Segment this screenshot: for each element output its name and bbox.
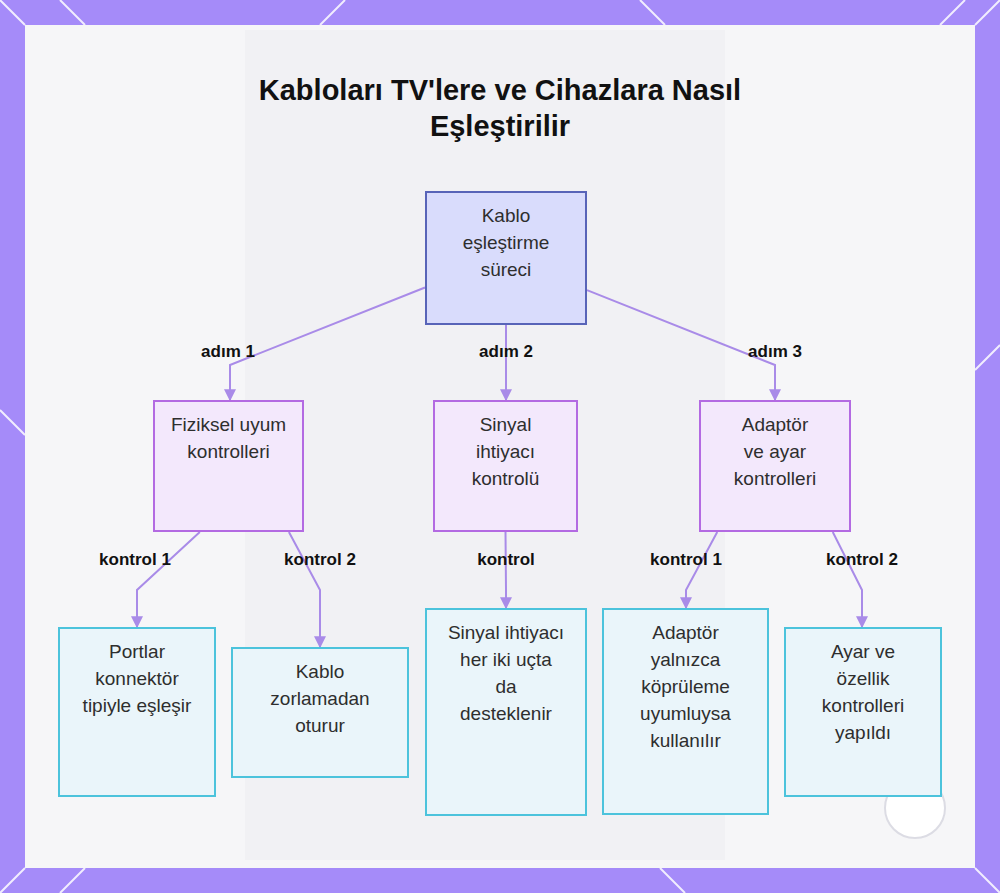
connector-line bbox=[289, 532, 320, 647]
connector-line bbox=[137, 532, 200, 627]
connector-line bbox=[505, 532, 508, 608]
connector-line bbox=[833, 532, 862, 627]
check-box: Portlar konnektör tipiyle eşleşir bbox=[58, 627, 216, 797]
step-label: kontrol 1 bbox=[650, 550, 722, 570]
step-label: kontrol 1 bbox=[99, 550, 171, 570]
node-label: Fiziksel uyum kontrolleri bbox=[170, 411, 288, 465]
step-label: kontrol bbox=[477, 550, 535, 570]
check-box: Ayar ve özellik kontrolleri yapıldı bbox=[784, 627, 942, 797]
step-label: adım 2 bbox=[479, 342, 533, 362]
step-box: Fiziksel uyum kontrolleri bbox=[153, 400, 304, 532]
node-label: Adaptör yalnızca köprüleme uyumluysa kul… bbox=[632, 619, 740, 754]
node-label: Sinyal ihtiyacı kontrolü bbox=[458, 411, 553, 492]
node-label: Ayar ve özellik kontrolleri yapıldı bbox=[812, 638, 914, 746]
step-label: adım 3 bbox=[748, 342, 802, 362]
connector-line bbox=[587, 290, 775, 400]
node-label: Adaptör ve ayar kontrolleri bbox=[731, 411, 819, 492]
diagram-title: Kabloları TV'lere ve Cihazlara Nasıl Eşl… bbox=[200, 72, 800, 144]
step-label: kontrol 2 bbox=[826, 550, 898, 570]
check-box: Kablo zorlamadan oturur bbox=[231, 647, 409, 778]
node-label: Kablo eşleştirme süreci bbox=[437, 202, 575, 283]
node-label: Sinyal ihtiyacı her iki uçta da destekle… bbox=[447, 619, 565, 727]
canvas bbox=[25, 25, 975, 868]
step-label: kontrol 2 bbox=[284, 550, 356, 570]
check-box: Adaptör yalnızca köprüleme uyumluysa kul… bbox=[602, 608, 769, 815]
root-box: Kablo eşleştirme süreci bbox=[425, 191, 587, 325]
connector-line bbox=[230, 287, 425, 400]
check-box: Sinyal ihtiyacı her iki uçta da destekle… bbox=[425, 608, 587, 816]
step-label: adım 1 bbox=[201, 342, 255, 362]
connector-line bbox=[505, 325, 507, 400]
connector-line bbox=[686, 532, 717, 608]
step-box: Sinyal ihtiyacı kontrolü bbox=[433, 400, 578, 532]
step-box: Adaptör ve ayar kontrolleri bbox=[699, 400, 851, 532]
node-label: Kablo zorlamadan oturur bbox=[264, 658, 376, 739]
node-label: Portlar konnektör tipiyle eşleşir bbox=[81, 638, 193, 719]
